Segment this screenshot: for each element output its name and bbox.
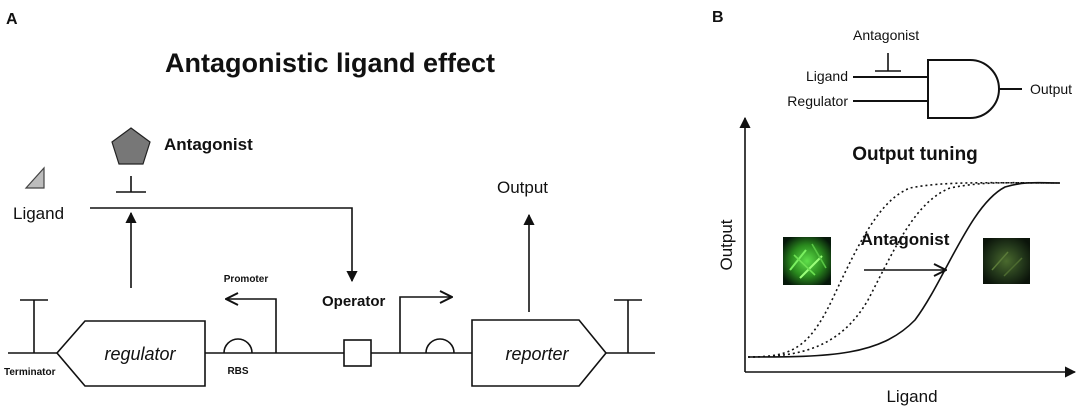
- rbs-right-icon: [425, 338, 455, 354]
- reporter-gene-shape: [471, 319, 608, 387]
- terminator-label: Terminator: [4, 367, 56, 378]
- plot-x-label: Ligand: [886, 387, 937, 406]
- panel-b-label: B: [712, 9, 724, 26]
- and-gate-icon: [927, 59, 1000, 119]
- promoter-left-arrow: [226, 299, 277, 353]
- plot-y-label: Output: [717, 219, 736, 270]
- gate-ligand-label: Ligand: [806, 68, 848, 84]
- regulator-label: regulator: [104, 344, 176, 364]
- microscopy-image-low: [983, 238, 1030, 284]
- ligand-label: Ligand: [13, 204, 64, 223]
- reporter-label: reporter: [505, 344, 569, 364]
- operator-box: [343, 339, 372, 367]
- rbs-label: RBS: [227, 366, 248, 377]
- panel-a-title: Antagonistic ligand effect: [165, 48, 495, 78]
- operator-label: Operator: [322, 293, 386, 310]
- plot-antagonist-label: Antagonist: [861, 230, 950, 249]
- gate-antagonist-label: Antagonist: [853, 27, 919, 43]
- ligand-triangle-icon: [24, 166, 45, 189]
- output-label: Output: [497, 178, 548, 197]
- gate-output-label: Output: [1030, 81, 1072, 97]
- curve-high-antagonist: [747, 181, 1061, 358]
- promoter-label: Promoter: [224, 274, 269, 285]
- rbs-left-icon: [223, 338, 253, 354]
- antagonist-label: Antagonist: [164, 135, 253, 154]
- regulator-gene-shape: [55, 320, 206, 387]
- ligand-signal-arrow: [90, 207, 358, 283]
- panel-a-label: A: [6, 11, 18, 28]
- antagonist-pentagon-icon: [111, 127, 151, 165]
- plot-title: Output tuning: [852, 144, 978, 165]
- promoter-right-arrow: [399, 297, 452, 353]
- gate-regulator-label: Regulator: [787, 93, 848, 109]
- microscopy-image-high: [783, 237, 831, 285]
- curve-low-antagonist: [747, 181, 1061, 358]
